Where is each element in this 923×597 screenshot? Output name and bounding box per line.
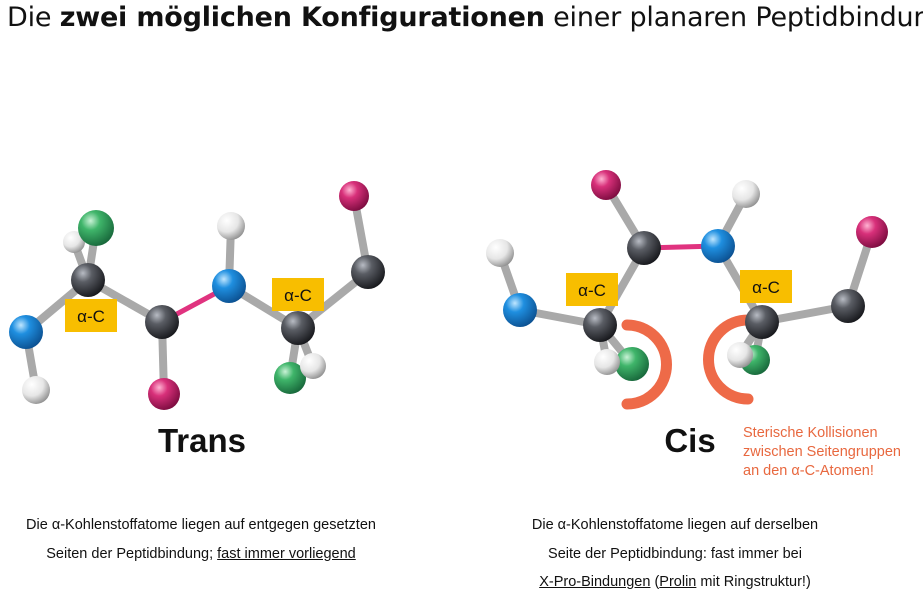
page-title-emphasis: zwei möglichen Konfigurationen xyxy=(59,2,545,33)
trans-side-chain-atom-2 xyxy=(274,362,306,394)
cis-collision-arc-left xyxy=(621,319,672,410)
trans-alpha-label-1-box xyxy=(65,299,117,332)
cis-carbonyl-oxygen-2 xyxy=(856,216,888,248)
trans-carbonyl-oxygen-2 xyxy=(339,181,369,211)
cis-alpha-label-1-box xyxy=(566,273,618,306)
cis-collision-arc-right xyxy=(703,314,754,405)
trans-alpha-carbon-2 xyxy=(281,311,315,345)
cis-carbonyl-oxygen xyxy=(591,170,621,200)
cis-molecule: α-C α-C Cis xyxy=(486,170,888,459)
cis-caption-x-pro: X-Pro-Bindungen xyxy=(539,574,651,590)
cis-alpha-carbon-1 xyxy=(583,308,617,342)
trans-carbonyl-carbon xyxy=(145,305,179,339)
trans-label: Trans xyxy=(158,422,246,459)
cis-alpha-carbon-2 xyxy=(745,305,779,339)
cis-alpha-label-2: α-C xyxy=(752,278,780,297)
cis-carbonyl-carbon-2 xyxy=(831,289,865,323)
cis-amide-hydrogen xyxy=(732,180,760,208)
cis-h-atom-alpha-2 xyxy=(727,342,753,368)
cis-caption-prolin: Prolin xyxy=(659,574,697,590)
cis-n-atom-terminal xyxy=(503,293,537,327)
trans-amide-hydrogen xyxy=(217,212,245,240)
cis-h-atom-terminal xyxy=(486,239,514,267)
trans-side-chain-atom-1 xyxy=(78,210,114,246)
cis-carbonyl-carbon xyxy=(627,231,661,265)
trans-h-atom-terminal xyxy=(22,376,50,404)
steric-collision-note: Sterische Kollisionen zwischen Seitengru… xyxy=(743,425,901,479)
cis-side-chain-atom-1 xyxy=(615,347,649,381)
trans-h-atom-alpha-2 xyxy=(300,353,326,379)
cis-alpha-label-2-box xyxy=(740,270,792,303)
trans-alpha-carbon-1 xyxy=(71,263,105,297)
trans-carbonyl-carbon-2 xyxy=(351,255,385,289)
trans-amide-nitrogen xyxy=(212,269,246,303)
cis-bonds xyxy=(496,181,876,368)
trans-alpha-label-2-box xyxy=(272,278,324,311)
trans-alpha-label-2: α-C xyxy=(284,286,312,305)
trans-n-atom-terminal xyxy=(9,315,43,349)
page-title: Die zwei möglichen Konfigurationen einer… xyxy=(7,2,923,33)
trans-molecule: α-C α-C Trans xyxy=(9,181,385,459)
trans-h-atom-alpha-back xyxy=(63,231,85,253)
cis-alpha-label-1: α-C xyxy=(578,281,606,300)
cis-label: Cis xyxy=(664,422,715,459)
cis-h-atom-alpha-1 xyxy=(594,349,620,375)
trans-carbonyl-oxygen xyxy=(148,378,180,410)
trans-alpha-label-1: α-C xyxy=(77,307,105,326)
cis-amide-nitrogen xyxy=(701,229,735,263)
cis-caption: Die α-Kohlenstoffatome liegen auf dersel… xyxy=(531,517,819,590)
trans-caption-emphasis: fast immer vorliegend xyxy=(217,545,356,562)
trans-caption: Die α-Kohlenstoffatome liegen auf entgeg… xyxy=(26,517,376,562)
